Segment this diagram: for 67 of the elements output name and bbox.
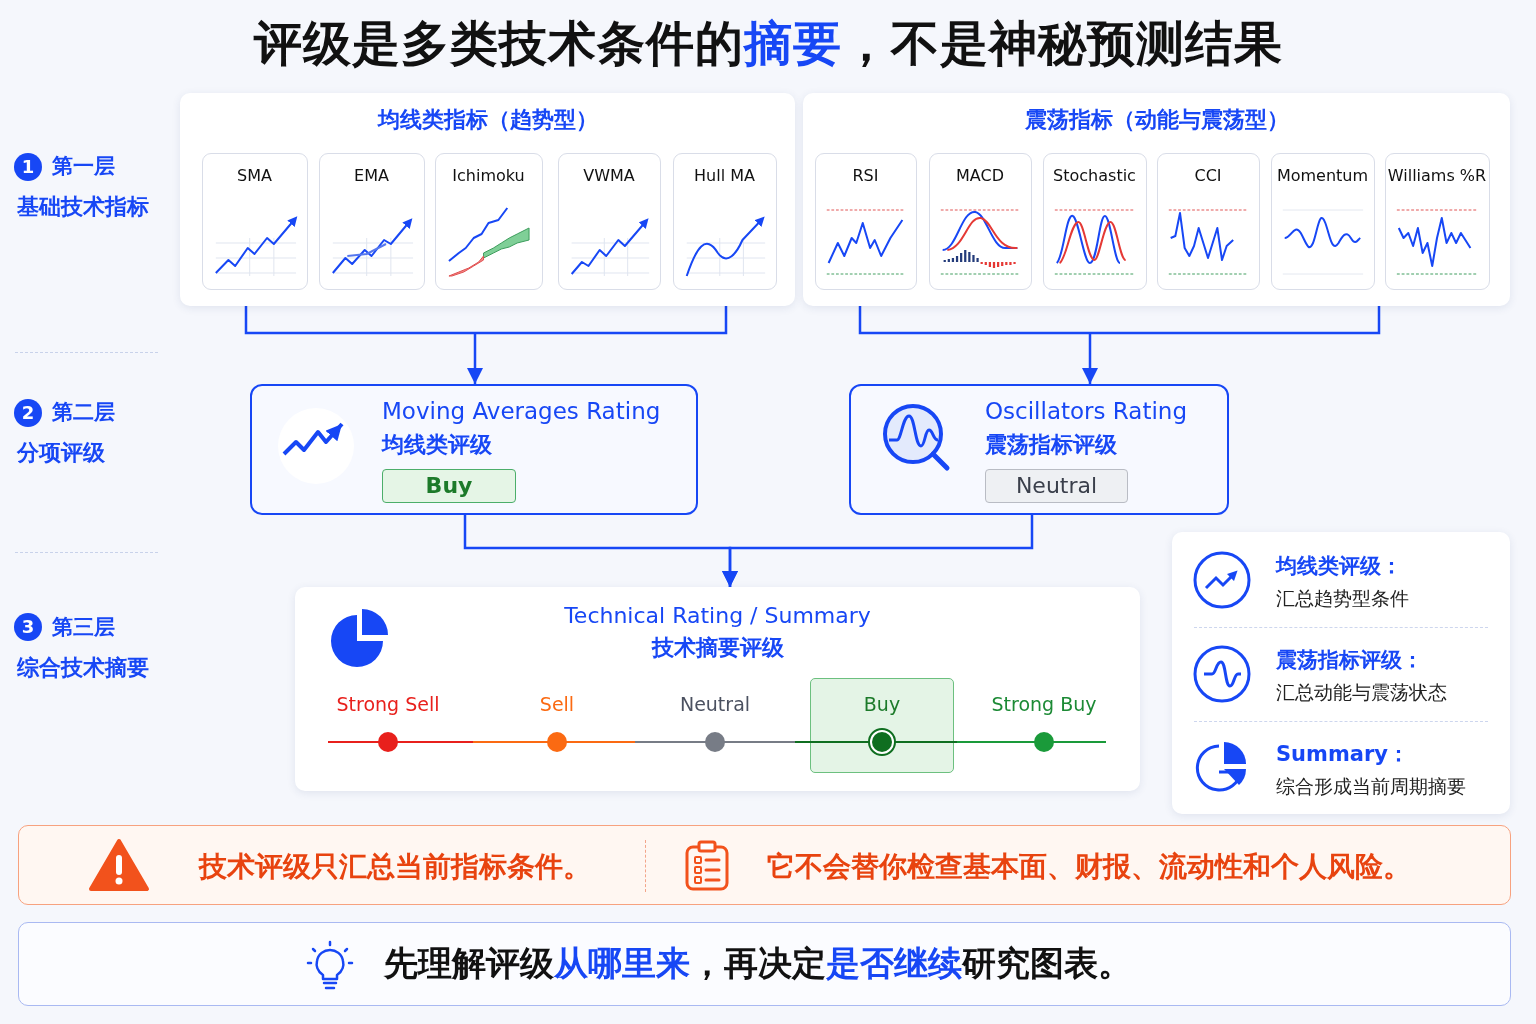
layer-subtitle: 综合技术摘要 (17, 654, 149, 682)
step-number: 1 (14, 153, 42, 181)
warning-banner (18, 825, 1511, 905)
item-description: 汇总动能与震荡状态 (1276, 680, 1447, 705)
rating-card (849, 384, 1229, 515)
item-heading: 震荡指标评级： (1276, 647, 1423, 674)
indicator-card (435, 153, 543, 290)
indicator-name: Hull MA (693, 166, 756, 185)
indicator-group-panel (180, 93, 795, 306)
rating-level-label: Sell (538, 693, 576, 715)
indicator-card (673, 153, 777, 290)
indicator-name: VWMA (582, 166, 636, 185)
warning-text: 它不会替你检查基本面、财报、流动性和个人风险。 (767, 849, 1411, 885)
indicator-name: SMA (236, 166, 273, 185)
indicator-name: RSI (851, 166, 880, 185)
indicator-card (1157, 153, 1260, 290)
warning-text: 技术评级只汇总当前指标条件。 (199, 849, 591, 885)
summary-subtitle: 技术摘要评级 (650, 634, 785, 662)
tip-banner (18, 922, 1511, 1006)
rating-badge: Neutral (985, 469, 1128, 503)
panel-heading: 均线类指标（趋势型） (376, 106, 599, 134)
title-heading: 评级是多类技术条件的摘要，不是神秘预测结果 (252, 14, 1284, 73)
rating-title: Oscillators Rating (985, 398, 1187, 424)
layer-subtitle: 基础技术指标 (17, 193, 149, 221)
indicator-card (929, 153, 1032, 290)
item-heading: Summary： (1276, 741, 1410, 768)
layer-title: 第一层 (52, 153, 115, 180)
summary-card (295, 587, 1140, 791)
indicator-name: Ichimoku (451, 166, 526, 185)
rating-subtitle: 均线类评级 (382, 431, 492, 459)
step-number: 3 (14, 613, 42, 641)
rating-title: Moving Averages Rating (382, 398, 661, 424)
indicator-name: Stochastic (1052, 166, 1137, 185)
explanation-panel (1172, 532, 1510, 814)
indicator-card (815, 153, 917, 290)
connector-arrow (858, 304, 1381, 386)
rating-level-label: Strong Sell (335, 693, 441, 715)
indicator-name: Williams %R (1386, 166, 1488, 185)
rating-subtitle: 震荡指标评级 (985, 431, 1117, 459)
rating-level-label: Strong Buy (990, 693, 1098, 715)
indicator-card (202, 153, 308, 290)
indicator-card (319, 153, 425, 290)
layer-subtitle: 分项评级 (17, 439, 105, 467)
rating-level-label: Buy (862, 693, 902, 715)
item-description: 综合形成当前周期摘要 (1276, 774, 1466, 799)
indicator-name: MACD (955, 166, 1005, 185)
panel-heading: 震荡指标（动能与震荡型） (1023, 106, 1290, 134)
layer-title: 第二层 (52, 399, 115, 426)
indicator-card (1385, 153, 1490, 290)
tip-text: 先理解评级从哪里来，再决定是否继续研究图表。 (384, 942, 1132, 985)
rating-badge: Buy (382, 469, 516, 503)
indicator-card (558, 153, 661, 290)
step-number: 2 (14, 399, 42, 427)
indicator-name: EMA (353, 166, 390, 185)
indicator-name: Momentum (1275, 166, 1370, 185)
connector-arrow (722, 515, 1034, 587)
indicator-card (1043, 153, 1147, 290)
item-heading: 均线类评级： (1276, 553, 1402, 580)
indicator-card (1271, 153, 1375, 290)
rating-level-label: Neutral (678, 693, 752, 715)
rating-card (250, 384, 698, 515)
connector-arrow (244, 304, 728, 386)
summary-title: Technical Rating / Summary (563, 603, 872, 628)
indicator-name: CCI (1193, 166, 1223, 185)
indicator-group-panel (803, 93, 1510, 306)
item-description: 汇总趋势型条件 (1276, 586, 1409, 611)
layer-title: 第三层 (52, 614, 115, 641)
